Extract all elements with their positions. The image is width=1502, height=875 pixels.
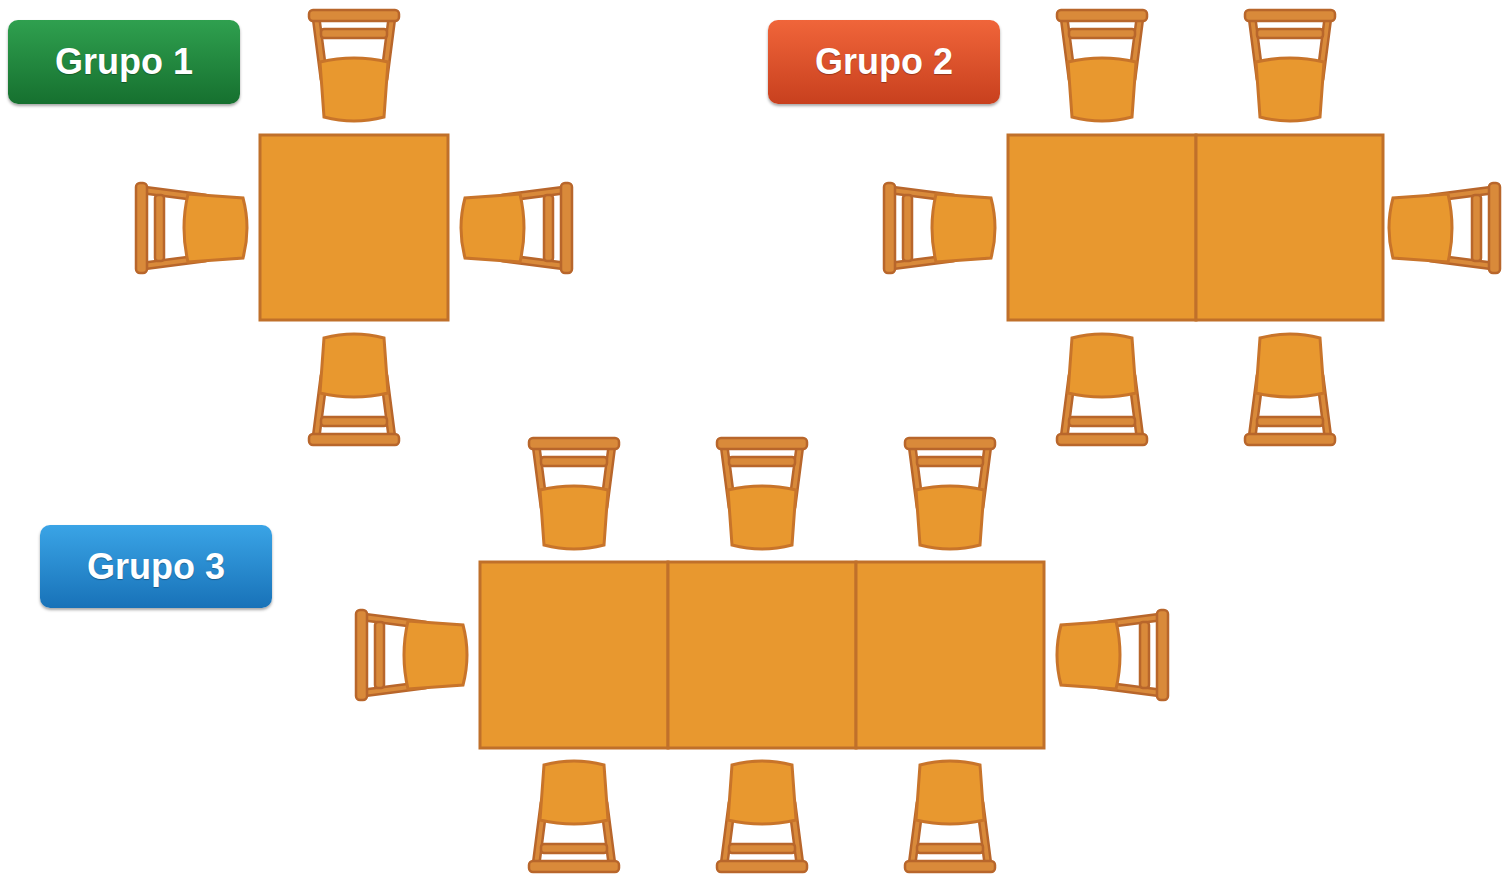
chair [1057, 334, 1147, 445]
table [1008, 135, 1196, 320]
group-3-illustration [356, 438, 1168, 872]
group-badge: Grupo 2 [768, 20, 1000, 104]
chair [309, 10, 399, 121]
table [480, 562, 668, 748]
chair [309, 334, 399, 445]
table [260, 135, 448, 320]
chair [717, 438, 807, 549]
table [1196, 135, 1383, 320]
chair [905, 438, 995, 549]
chair [136, 183, 247, 273]
chair [717, 761, 807, 872]
group-label: Grupo 1 [55, 42, 193, 82]
chair [1245, 334, 1335, 445]
group-badge: Grupo 1 [8, 20, 240, 104]
table [668, 562, 856, 748]
chair [461, 183, 572, 273]
chair [529, 438, 619, 549]
group-badge: Grupo 3 [40, 525, 272, 608]
chair [884, 183, 995, 273]
group-label: Grupo 3 [87, 547, 225, 587]
table [856, 562, 1044, 748]
chair [905, 761, 995, 872]
chair [356, 610, 467, 700]
chair [1057, 10, 1147, 121]
chair [1245, 10, 1335, 121]
group-label: Grupo 2 [815, 42, 953, 82]
chair [1389, 183, 1500, 273]
chair [1057, 610, 1168, 700]
chair [529, 761, 619, 872]
